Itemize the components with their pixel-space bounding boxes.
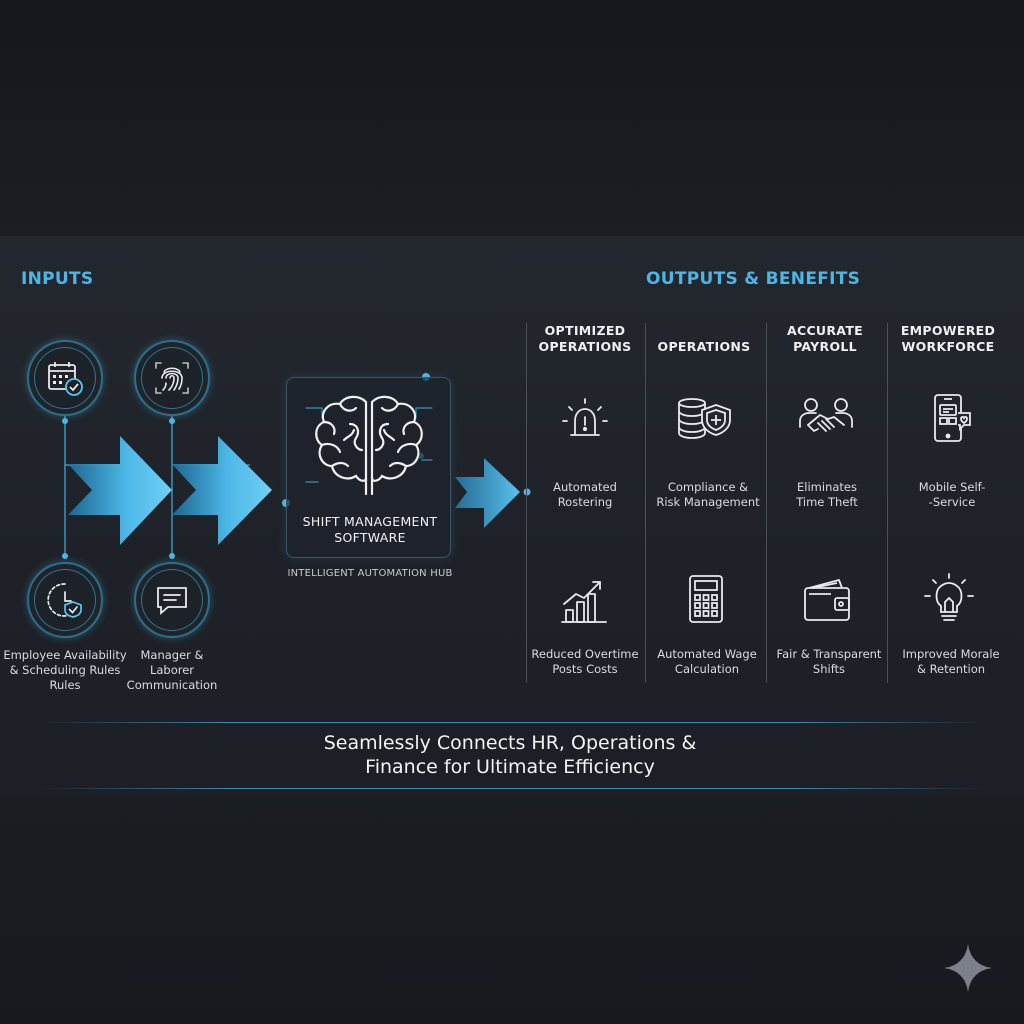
inputs-heading: INPUTS	[21, 269, 94, 289]
input-label-availability: Employee Availability & Scheduling Rules…	[3, 648, 127, 692]
hub-title: SHIFT MANAGEMENT SOFTWARE	[302, 514, 438, 545]
output-icon-slot	[919, 570, 979, 630]
output-label-reduced-overtime: Reduced Overtime Posts Costs	[531, 647, 639, 676]
fingerprint-icon	[155, 362, 189, 394]
diagram-panel	[0, 236, 1024, 796]
output-label-wage-calculation: Automated Wage Calculation	[657, 647, 757, 676]
output-icon-slot	[676, 570, 736, 630]
output-label-improved-morale: Improved Morale & Retention	[902, 647, 1000, 676]
output-icon-slot	[554, 570, 614, 630]
output-dot	[523, 488, 531, 496]
column-title-operations: OPERATIONS	[657, 339, 751, 354]
calendar-check-icon	[48, 362, 83, 396]
tagline-rule-top	[40, 722, 984, 723]
output-label-time-theft: Eliminates Time Theft	[796, 480, 858, 509]
output-label-automated-rostering: Automated Rostering	[553, 480, 617, 509]
output-icon-slot	[555, 389, 615, 449]
tagline: Seamlessly Connects HR, Operations & Fin…	[323, 732, 697, 778]
clock-shield-icon	[47, 583, 82, 618]
calculator-icon	[689, 575, 723, 623]
column-divider	[766, 323, 767, 683]
handshake-icon	[799, 398, 853, 432]
output-icon-slot	[797, 570, 857, 630]
top-band	[0, 0, 1024, 236]
hub-caption: INTELLIGENT AUTOMATION HUB	[287, 568, 453, 579]
growth-chart-icon	[561, 581, 607, 623]
output-icon-slot	[674, 389, 734, 449]
output-label-fair-shifts: Fair & Transparent Shifts	[776, 647, 882, 676]
input-label-communication: Manager & Laborer Communication	[126, 648, 218, 692]
column-title-optimized-operations: OPTIMIZED OPERATIONS	[538, 323, 632, 354]
alarm-bell-icon	[562, 398, 608, 436]
column-divider	[526, 323, 527, 683]
input-fingerprint	[134, 340, 210, 416]
column-divider	[887, 323, 888, 683]
output-label-mobile-self-service: Mobile Self- -Service	[918, 480, 986, 509]
brain-icon	[305, 395, 433, 496]
tagline-rule-bottom	[40, 788, 984, 789]
database-shield-icon	[678, 398, 731, 439]
connector-dots	[62, 418, 175, 559]
bottom-band	[0, 796, 1024, 1024]
shift-management-hub	[286, 377, 451, 558]
output-label-compliance: Compliance & Risk Management	[656, 480, 760, 509]
wallet-icon	[804, 579, 850, 621]
column-title-accurate-payroll: ACCURATE PAYROLL	[787, 323, 863, 354]
input-arrow-2	[172, 436, 272, 545]
column-title-empowered-workforce: EMPOWERED WORKFORCE	[900, 323, 996, 354]
mobile-phone-icon	[934, 394, 971, 442]
outputs-heading: OUTPUTS & BENEFITS	[646, 269, 861, 289]
input-arrow-1	[68, 436, 172, 545]
output-icon-slot	[918, 389, 978, 449]
chat-bubble-icon	[157, 587, 187, 615]
input-calendar-check	[27, 340, 103, 416]
output-arrow	[455, 458, 520, 528]
input-chat-bubble	[134, 562, 210, 638]
sparkle-icon	[944, 944, 992, 992]
input-clock-shield	[27, 562, 103, 638]
column-divider	[645, 323, 646, 683]
output-icon-slot	[796, 389, 856, 449]
lightbulb-icon	[924, 573, 974, 621]
